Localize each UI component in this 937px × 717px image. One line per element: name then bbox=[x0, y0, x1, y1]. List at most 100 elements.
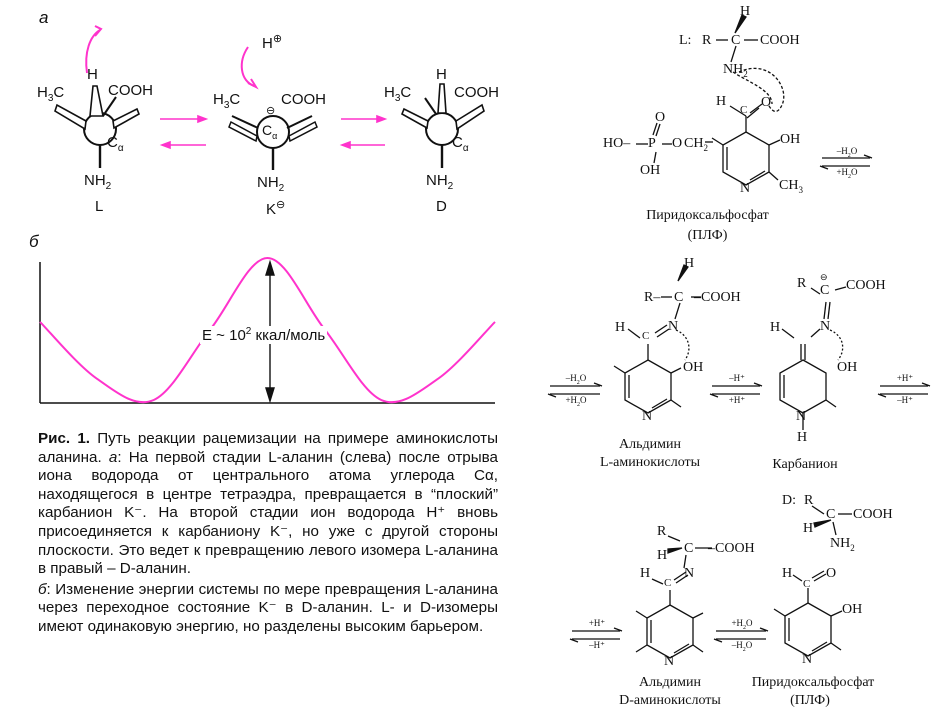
mol-d-label: D bbox=[436, 198, 447, 215]
mol-l-cooh: COOH bbox=[108, 82, 153, 99]
panel-b-label: б bbox=[29, 232, 39, 251]
d-amino-nh2: NH2 bbox=[830, 536, 855, 553]
l-amino-c: C bbox=[731, 33, 741, 48]
mol-d-h: H bbox=[436, 66, 447, 83]
ald-d-n-im: N bbox=[684, 566, 695, 581]
eq2-top: –H⁺ bbox=[729, 373, 745, 383]
ald-d-r: R bbox=[657, 524, 667, 539]
carb-h-im: H bbox=[770, 320, 781, 335]
plp-o-mid: O bbox=[672, 136, 683, 151]
curved-arrow-l-head bbox=[94, 25, 103, 37]
plp-ch3: CH3 bbox=[779, 178, 803, 195]
eq4-bottom: –H⁺ bbox=[589, 640, 605, 650]
carb-name: Карбанион bbox=[772, 457, 838, 472]
carb-c: C bbox=[820, 283, 830, 298]
ald-l-name1: Альдимин bbox=[619, 437, 681, 452]
caption-part2: : На первой стадии L-аланин (слева) посл… bbox=[38, 448, 498, 578]
plp-o-ald: O bbox=[761, 95, 772, 110]
ald-d-cooh: –COOH bbox=[708, 541, 755, 556]
ald-d-h-im: H bbox=[640, 566, 651, 581]
ald-l-h-im: H bbox=[615, 320, 626, 335]
plp-p: P bbox=[648, 136, 656, 151]
mol-k-h3c: H3C bbox=[213, 91, 241, 111]
plp2-name1: Пиридоксальфосфат bbox=[751, 675, 875, 690]
figure-caption: Рис. 1. Путь реакции рацемизации на прим… bbox=[38, 430, 498, 637]
eq5-top: +H2O bbox=[731, 618, 753, 631]
eq-left-bottom: +H2O bbox=[565, 395, 587, 408]
plp-ch2: CH2 bbox=[684, 136, 708, 153]
carb-n-im: N bbox=[820, 319, 831, 334]
plp2-c: C bbox=[803, 578, 811, 590]
plp2-oh: OH bbox=[842, 602, 863, 617]
panel-a-label: а bbox=[39, 8, 49, 27]
mol-d-cooh: COOH bbox=[454, 84, 499, 101]
eq-left-top: –H2O bbox=[565, 373, 587, 386]
d-amino-h: H bbox=[803, 521, 814, 536]
energy-axes bbox=[39, 262, 495, 404]
eq1-bottom: +H2O bbox=[836, 167, 858, 180]
eq2-bottom: +H⁺ bbox=[728, 395, 746, 405]
carb-cooh: COOH bbox=[846, 278, 886, 293]
eq1-top: –H2O bbox=[836, 146, 858, 159]
carb-oh: OH bbox=[837, 360, 858, 375]
eq5-bottom: –H2O bbox=[731, 640, 753, 653]
carb-r: R bbox=[797, 276, 807, 291]
plp-c-ald: C bbox=[740, 104, 748, 116]
energy-curve bbox=[39, 256, 496, 404]
plp-h-ald: H bbox=[716, 94, 727, 109]
d-amino-cooh: COOH bbox=[853, 507, 893, 522]
ald-d-c-im: C bbox=[664, 577, 672, 589]
mol-l-ca: Cα bbox=[107, 134, 124, 154]
plp-name2: (ПЛФ) bbox=[687, 228, 728, 243]
ald-d-n: N bbox=[664, 654, 675, 669]
energy-label: E ~ 102 ккал/моль bbox=[200, 326, 328, 344]
carb-n: N bbox=[796, 409, 807, 424]
carb-charge: ⊖ bbox=[820, 272, 828, 282]
mol-d-structure bbox=[400, 83, 485, 168]
plp-hop: HO– bbox=[603, 136, 631, 151]
caption-part1: Путь реакции рацемизации на примере амин… bbox=[38, 430, 498, 466]
d-amino-c: C bbox=[826, 507, 836, 522]
mol-k-label: K⊖ bbox=[266, 199, 286, 218]
ald-d-h: H bbox=[657, 548, 668, 563]
ald-l-name2: L-аминокислоты bbox=[599, 455, 701, 470]
l-amino-label: L: bbox=[679, 33, 692, 48]
mol-k-nh2: NH2 bbox=[257, 174, 285, 194]
mol-l-nh2: NH2 bbox=[84, 172, 112, 192]
ald-l-n-im: N bbox=[668, 319, 679, 334]
l-amino-r: R bbox=[702, 33, 712, 48]
mol-l-h: H bbox=[87, 66, 98, 83]
ald-d-c: C bbox=[684, 541, 694, 556]
l-amino-h: H bbox=[740, 4, 751, 19]
plp-oh-ring: OH bbox=[780, 132, 801, 147]
caption-title: Рис. 1. bbox=[38, 430, 91, 447]
mol-l-h3c: H3C bbox=[37, 84, 65, 104]
ald-l-h-top: H bbox=[684, 256, 695, 271]
plp-name1: Пиридоксальфосфат bbox=[646, 208, 769, 223]
ald-l-n: N bbox=[642, 409, 653, 424]
mol-k-cooh: COOH bbox=[281, 91, 326, 108]
mol-d-ca: Cα bbox=[452, 134, 469, 154]
caption-part3: : Изменение энергии системы по мере прев… bbox=[38, 580, 498, 635]
ald-l-oh: OH bbox=[683, 360, 704, 375]
plp2-h: H bbox=[782, 566, 793, 581]
d-amino-label: D: bbox=[782, 493, 796, 508]
d-amino-r: R bbox=[804, 493, 814, 508]
eq3-bottom: –H⁺ bbox=[897, 395, 913, 405]
plp-oh-p: OH bbox=[640, 163, 661, 178]
mol-k-hplus: H⊕ bbox=[262, 33, 283, 52]
plp-n: N bbox=[740, 181, 751, 196]
plp2-name2: (ПЛФ) bbox=[790, 693, 830, 708]
curved-arrow-k-head bbox=[247, 78, 259, 90]
carb-h-n: H bbox=[797, 430, 808, 445]
ald-d-name2: D-аминокислоты bbox=[619, 693, 721, 708]
mol-l-structure bbox=[54, 85, 141, 168]
caption-a: а bbox=[108, 448, 118, 466]
equilibrium-arrows-a bbox=[159, 114, 388, 150]
ald-l-cooh: –COOH bbox=[694, 290, 741, 305]
eq4-top: +H⁺ bbox=[588, 618, 606, 628]
ald-d-name1: Альдимин bbox=[639, 675, 701, 690]
plp-o-top: O bbox=[655, 110, 666, 125]
plp2-n: N bbox=[802, 652, 813, 667]
